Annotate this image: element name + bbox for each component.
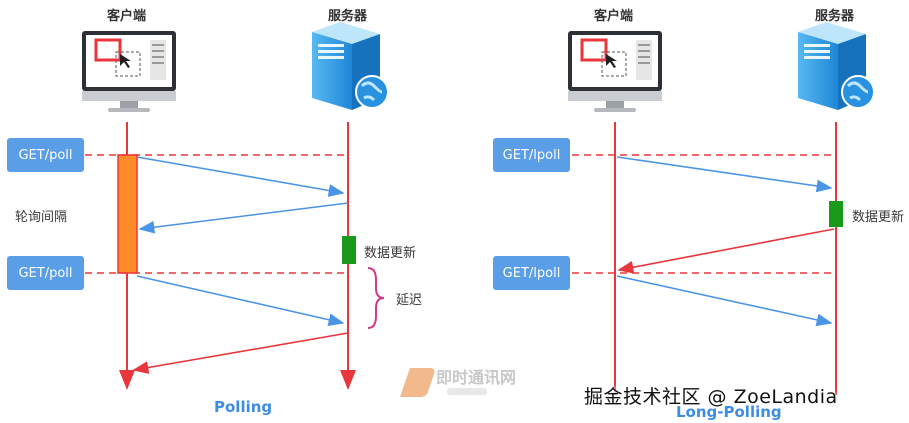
- im-logo-icon: [400, 368, 487, 397]
- server-label: 服务器: [815, 9, 855, 24]
- request-arrow: [136, 156, 345, 197]
- get-poll-box: GET/poll: [7, 256, 84, 290]
- client-monitor-icon: [82, 31, 176, 112]
- data-response-arrow: [132, 332, 349, 374]
- server-label: 服务器: [328, 9, 368, 24]
- interval-label: 轮询间隔: [15, 210, 68, 225]
- client-label: 客户端: [594, 9, 634, 24]
- data-update-block: [829, 201, 843, 227]
- server-icon: [798, 22, 875, 110]
- data-response-arrow: [617, 228, 835, 274]
- delay-label: 延迟: [396, 293, 423, 308]
- update-label: 数据更新: [852, 210, 905, 225]
- request-arrow: [136, 275, 345, 327]
- response-arrow: [138, 202, 349, 234]
- juejin-watermark: 掘金技术社区 @ ZoeLandia: [584, 386, 838, 408]
- long-polling-caption: Long-Polling: [676, 403, 782, 421]
- update-label: 数据更新: [364, 246, 417, 261]
- polling-interval-bar: [117, 154, 138, 274]
- data-update-block: [342, 236, 356, 264]
- polling-caption: Polling: [214, 398, 273, 416]
- delay-brace: [367, 267, 385, 329]
- get-lpoll-box: GET/lpoll: [493, 256, 570, 290]
- server-icon: [312, 22, 389, 110]
- client-label: 客户端: [107, 9, 147, 24]
- request-arrow: [616, 156, 833, 193]
- client-monitor-icon: [568, 31, 662, 112]
- get-lpoll-box: GET/lpoll: [493, 138, 570, 172]
- request-arrow: [616, 275, 833, 327]
- im-logo-text: 即时通讯网: [436, 368, 517, 387]
- get-poll-box: GET/poll: [7, 138, 84, 172]
